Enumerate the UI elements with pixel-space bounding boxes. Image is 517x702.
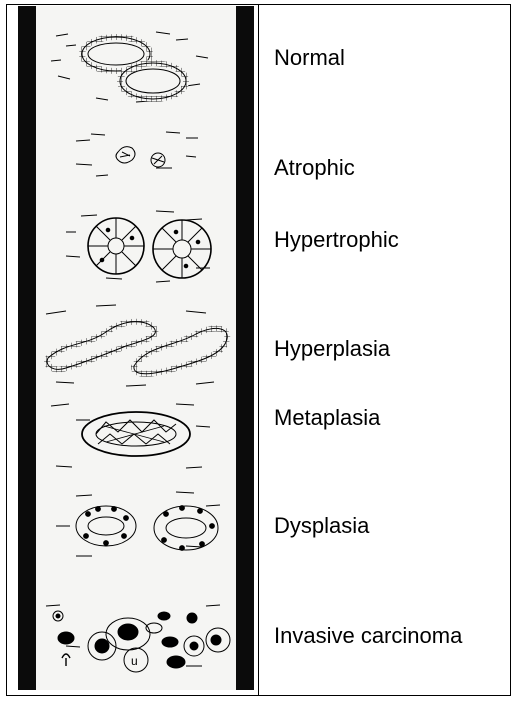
hypertrophic-tissue-drawing (66, 211, 211, 282)
svg-text:u: u (131, 654, 138, 668)
dysplasia-tissue-drawing (56, 492, 220, 556)
column-divider (258, 4, 259, 696)
atrophic-tissue-drawing (76, 132, 198, 176)
label-atrophic: Atrophic (274, 156, 355, 180)
label-dysplasia: Dysplasia (274, 514, 369, 538)
hyperplasia-tissue-drawing (46, 305, 227, 386)
normal-tissue-drawing (51, 32, 208, 102)
label-normal: Normal (274, 46, 345, 70)
label-hypertrophic: Hypertrophic (274, 228, 399, 252)
tissue-drawings: u (36, 6, 236, 690)
illustration-panel: u (18, 6, 254, 690)
drawing-strip: u (36, 6, 236, 690)
metaplasia-tissue-drawing (51, 404, 210, 468)
label-invasive-carcinoma: Invasive carcinoma (274, 624, 462, 648)
invasive-carcinoma-tissue-drawing: u (46, 605, 230, 672)
label-hyperplasia: Hyperplasia (274, 337, 390, 361)
label-metaplasia: Metaplasia (274, 406, 380, 430)
